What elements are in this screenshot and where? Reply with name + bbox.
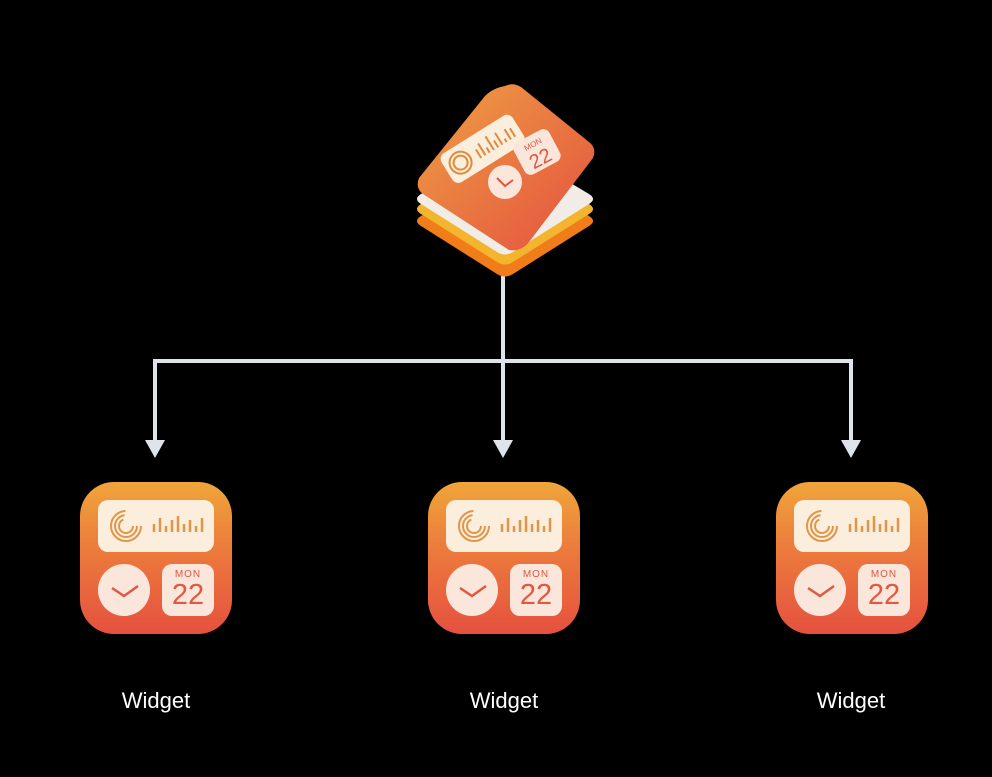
activity-tile <box>446 500 562 552</box>
arrow-head-left <box>145 440 165 458</box>
bar-graph-icon <box>152 516 204 532</box>
bar-graph-icon <box>848 516 900 532</box>
widget-label-3: Widget <box>816 688 886 713</box>
calendar-tile: MON 22 <box>858 564 910 616</box>
clock-icon <box>794 564 846 616</box>
widget-label-1: Widget <box>121 688 191 713</box>
calendar-day: 22 <box>519 579 553 611</box>
clock-icon <box>446 564 498 616</box>
arrow-head-right <box>841 440 861 458</box>
widgetkit-source-icon: MON 22 <box>417 84 595 277</box>
bar-graph-icon <box>500 516 552 532</box>
widget-label-2: Widget <box>469 688 539 713</box>
widget-icon-3: MON 22 <box>776 482 928 634</box>
arrow-head-center <box>493 440 513 458</box>
calendar-weekday: MON <box>522 569 550 580</box>
calendar-weekday: MON <box>870 569 898 580</box>
activity-rings-icon <box>806 510 900 542</box>
calendar-day: 22 <box>171 579 205 611</box>
activity-tile <box>794 500 910 552</box>
widget-icon-1: MON 22 <box>80 482 232 634</box>
calendar-tile: MON 22 <box>162 564 214 616</box>
widget-icon-2: MON 22 <box>428 482 580 634</box>
calendar-weekday: MON <box>174 569 202 580</box>
activity-rings-icon <box>110 510 204 542</box>
calendar-day: 22 <box>867 579 901 611</box>
activity-tile <box>98 500 214 552</box>
activity-rings-icon <box>458 510 552 542</box>
calendar-tile: MON 22 <box>510 564 562 616</box>
clock-icon <box>98 564 150 616</box>
